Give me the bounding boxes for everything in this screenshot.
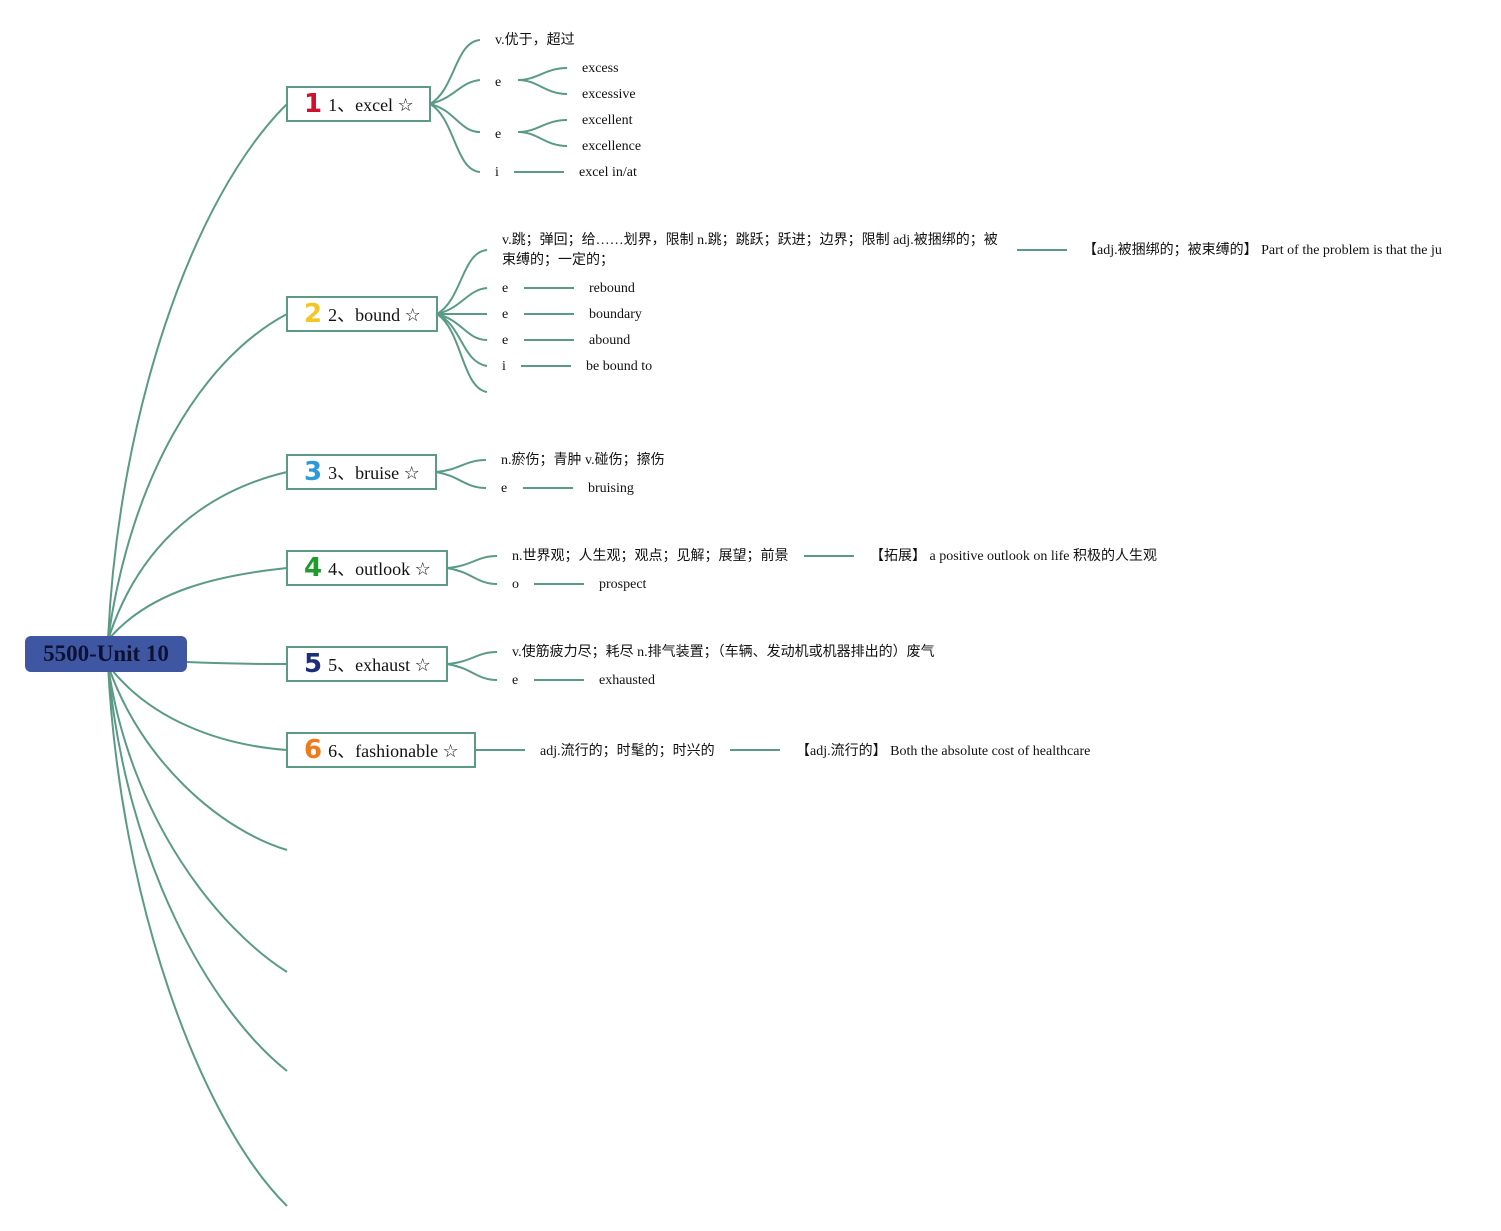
subtopic-key[interactable]: i xyxy=(502,359,506,374)
topic-label: 5、exhaust ☆ xyxy=(328,655,431,675)
definition[interactable]: adj.流行的；时髦的；时兴的 xyxy=(540,744,715,759)
connector-n5-e xyxy=(446,663,498,681)
word-item[interactable]: excel in/at xyxy=(579,165,637,180)
word-item[interactable]: abound xyxy=(589,333,631,348)
connector-n2-e1 xyxy=(436,287,488,315)
connector-root-node5 xyxy=(186,661,288,665)
word-item[interactable]: be bound to xyxy=(586,359,653,374)
definition[interactable]: v.使筋疲力尽；耗尽 n.排气装置；（车辆、发动机或机器排出的）废气 xyxy=(512,645,935,660)
connector-n3-e xyxy=(435,471,487,489)
connector-n2-e3 xyxy=(436,313,488,341)
number-6-icon: 6 xyxy=(304,735,323,765)
connector-n1-e2-excellence xyxy=(517,131,568,147)
definition[interactable]: n.世界观；人生观；观点；见解；展望；前景 xyxy=(512,549,789,564)
word-item[interactable]: excellent xyxy=(582,113,633,128)
subtopic-key[interactable]: e xyxy=(495,75,502,90)
connector-n1-e1 xyxy=(429,79,481,105)
number-3-icon: 3 xyxy=(304,457,323,487)
number-2-icon: 2 xyxy=(304,299,323,329)
subtopic-key[interactable]: e xyxy=(495,127,502,142)
subtopic-key[interactable]: i xyxy=(495,165,499,180)
example-note[interactable]: 【adj.流行的】 Both the absolute cost of heal… xyxy=(796,744,1091,759)
topic-bound[interactable]: 2 2、bound ☆ xyxy=(286,296,438,332)
topic-bruise[interactable]: 3 3、bruise ☆ xyxy=(286,454,437,490)
subtopic-key[interactable]: e xyxy=(502,307,509,322)
word-item[interactable]: excessive xyxy=(582,87,636,102)
topic-label: 6、fashionable ☆ xyxy=(328,741,459,761)
connector-root-empty3 xyxy=(107,664,288,1072)
word-item[interactable]: bruising xyxy=(588,481,634,496)
subtopic-key[interactable]: e xyxy=(502,333,509,348)
number-4-icon: 4 xyxy=(304,553,323,583)
connector-n1-i xyxy=(429,103,481,173)
definition[interactable]: v.跳；弹回；给……划界，限制 n.跳；跳跃；跃进；边界；限制 adj.被捆绑的… xyxy=(502,233,998,268)
connector-root-empty2 xyxy=(107,664,288,973)
connector-n3-def xyxy=(435,459,487,473)
connector-root-node1 xyxy=(107,103,288,641)
topic-label: 2、bound ☆ xyxy=(328,305,421,325)
connector-n1-e2 xyxy=(429,103,481,133)
topic-fashionable[interactable]: 6 6、fashionable ☆ xyxy=(286,732,476,768)
connector-n4-def xyxy=(446,555,498,569)
root-topic[interactable]: 5500-Unit 10 xyxy=(25,636,187,672)
root-topic-label: 5500-Unit 10 xyxy=(43,641,169,666)
topic-label: 4、outlook ☆ xyxy=(328,559,431,579)
subtopic-key[interactable]: e xyxy=(501,481,508,496)
definition[interactable]: n.瘀伤；青肿 v.碰伤；擦伤 xyxy=(501,453,665,468)
subtopic-key[interactable]: e xyxy=(512,673,519,688)
connector-root-node3 xyxy=(107,471,288,641)
word-item[interactable]: exhausted xyxy=(599,673,655,688)
word-item[interactable]: rebound xyxy=(589,281,635,296)
connector-n4-o xyxy=(446,567,498,585)
connector-n1-e1-excessive xyxy=(517,79,568,95)
topic-exhaust[interactable]: 5 5、exhaust ☆ xyxy=(286,646,448,682)
example-note[interactable]: 【adj.被捆绑的；被束缚的】 Part of the problem is t… xyxy=(1083,243,1442,258)
connector-n5-def xyxy=(446,651,498,665)
subtopic-key[interactable]: e xyxy=(502,281,509,296)
definition[interactable]: v.优于，超过 xyxy=(495,33,575,48)
topic-label: 1、excel ☆ xyxy=(328,95,414,115)
number-5-icon: 5 xyxy=(304,649,323,679)
word-item[interactable]: prospect xyxy=(599,577,647,592)
connector-n2-i xyxy=(436,313,488,367)
example-note[interactable]: 【拓展】 a positive outlook on life 积极的人生观 xyxy=(870,549,1157,564)
connector-n2-empty xyxy=(436,313,488,393)
word-item[interactable]: boundary xyxy=(589,307,642,322)
topic-label: 3、bruise ☆ xyxy=(328,463,420,483)
word-item[interactable]: excess xyxy=(582,61,619,76)
topic-outlook[interactable]: 4 4、outlook ☆ xyxy=(286,550,448,586)
connector-root-empty1 xyxy=(107,664,288,851)
connector-n2-def xyxy=(436,249,488,315)
connector-root-empty4 xyxy=(107,664,288,1207)
subtopic-key[interactable]: o xyxy=(512,577,519,592)
word-item[interactable]: excellence xyxy=(582,139,642,154)
connector-root-node4 xyxy=(107,567,288,641)
connector-n1-e1-excess xyxy=(517,67,568,81)
connector-n1-def xyxy=(429,39,481,105)
connector-root-node2 xyxy=(107,313,288,641)
connector-root-node6 xyxy=(107,664,288,751)
number-1-icon: 1 xyxy=(304,89,323,119)
connector-n1-e2-excellent xyxy=(517,119,568,133)
topic-excel[interactable]: 1 1、excel ☆ xyxy=(286,86,431,122)
